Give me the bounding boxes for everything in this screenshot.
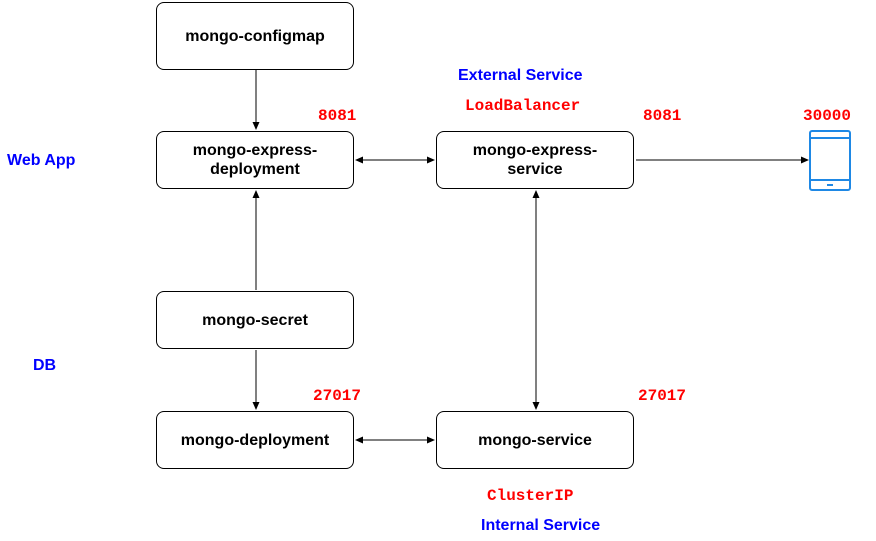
port-mongo-deployment: 27017 [313,387,362,405]
label-web-app: Web App [7,152,76,169]
port-node-port: 30000 [803,107,852,125]
node-mongo-configmap: mongo-configmap [156,2,354,70]
node-mongo-express-service: mongo-express-service [436,131,634,189]
port-mongo-service: 27017 [638,387,687,405]
port-express-deployment: 8081 [318,107,357,125]
label-internal-service: Internal Service [481,517,601,534]
mobile-phone-icon [809,130,851,191]
label-load-balancer: LoadBalancer [465,97,581,115]
port-express-service: 8081 [643,107,682,125]
node-mongo-deployment: mongo-deployment [156,411,354,469]
label-cluster-ip: ClusterIP [487,487,574,505]
node-mongo-express-deployment: mongo-express-deployment [156,131,354,189]
node-mongo-service: mongo-service [436,411,634,469]
node-mongo-secret: mongo-secret [156,291,354,349]
label-db: DB [33,357,57,374]
label-external-service: External Service [458,67,583,84]
